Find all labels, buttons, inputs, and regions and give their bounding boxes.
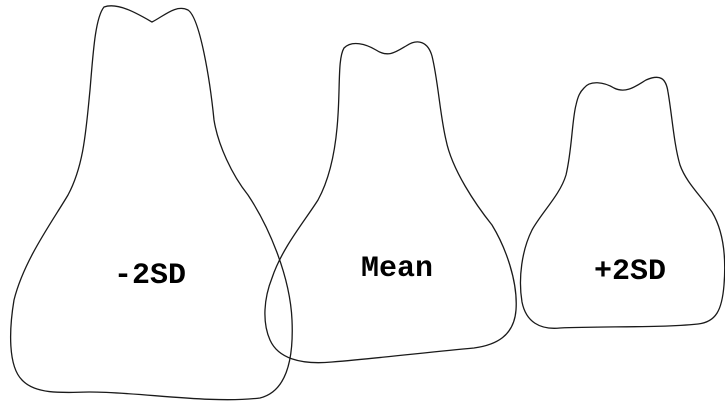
mean-outline: [265, 42, 516, 363]
minus-2sd-label: -2SD: [114, 259, 186, 293]
plus-2sd-outline: [520, 77, 724, 328]
plus-2sd-label: +2SD: [594, 255, 666, 289]
minus-2sd-outline: [11, 6, 293, 400]
mean-label: Mean: [361, 252, 433, 286]
